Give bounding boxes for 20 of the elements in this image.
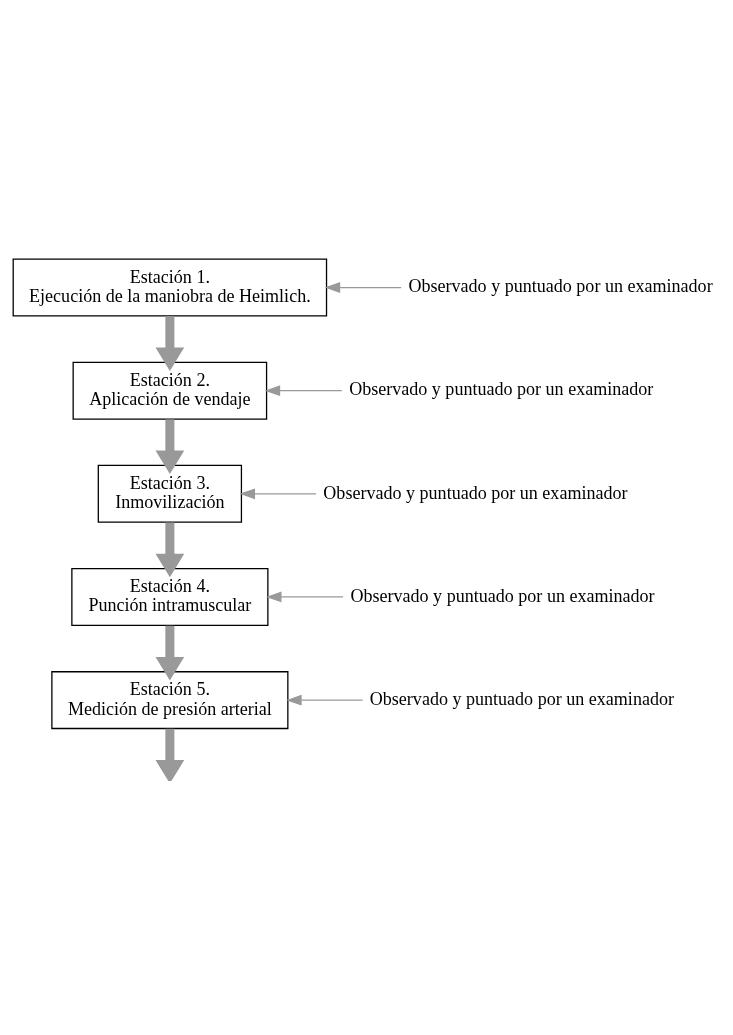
node-box: Estación 3. Inmovilización — [97, 464, 243, 523]
arrow — [264, 385, 343, 397]
arrow — [239, 488, 317, 500]
node-text: Observado y puntuado por un examinador — [369, 688, 674, 709]
arrow — [266, 591, 344, 603]
node-text: Observado y puntuado por un examinador — [350, 585, 655, 606]
arrow — [155, 625, 185, 681]
node-box: Estación 1. Ejecución de la maniobra de Heimlich. — [12, 258, 328, 317]
node-box: Estación 2. Aplicación de vendaje — [72, 361, 268, 420]
arrow — [155, 728, 185, 781]
node-box: Estación 5. Medición de presión arterial — [51, 671, 289, 730]
node-box: Estación 4. Punción intramuscular — [71, 567, 269, 626]
arrow — [155, 419, 185, 475]
arrow — [286, 694, 364, 706]
arrow — [324, 282, 402, 293]
node-text: Observado y puntuado por un examinador — [349, 379, 654, 400]
arrow — [155, 522, 185, 578]
arrow — [155, 316, 185, 371]
node-text: Observado y puntuado por un examinador — [323, 482, 628, 503]
node-text: Observado y puntuado por un examinador — [408, 276, 713, 297]
